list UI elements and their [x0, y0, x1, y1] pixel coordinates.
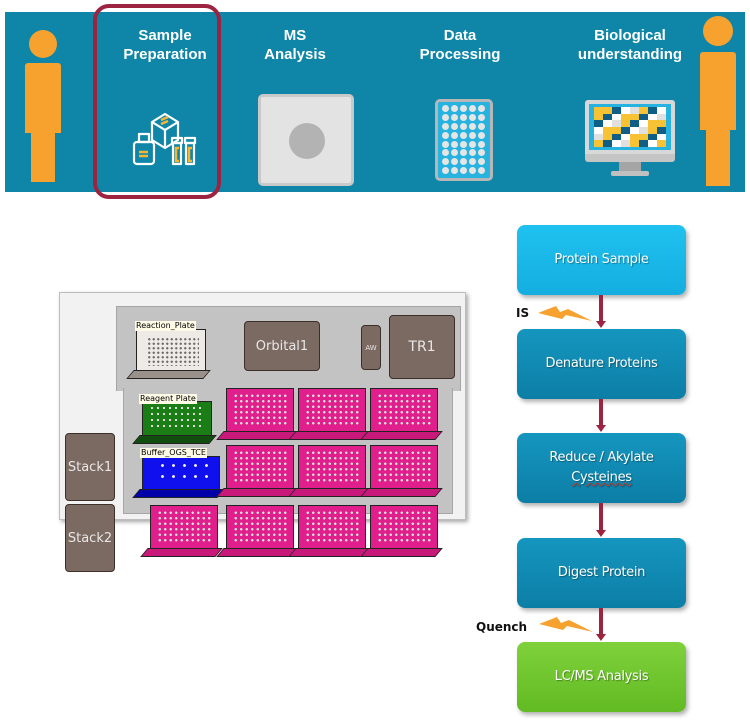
step-label: Digest Protein: [557, 565, 646, 580]
step-lcms-analysis: LC/MS Analysis: [517, 642, 686, 712]
reagent-plate[interactable]: [132, 401, 217, 444]
flow-arrow: [596, 503, 606, 538]
person-icon-right: [700, 16, 736, 186]
reagent-plate-label: Reagent Plate: [139, 394, 197, 404]
step-digest-protein: Digest Protein: [517, 538, 686, 608]
stack1-module[interactable]: Stack1: [65, 433, 115, 501]
stage-sample-preparation[interactable]: Sample Preparation: [100, 12, 230, 192]
stage-label: Data Processing: [419, 27, 501, 63]
stage-label: Biological understanding: [577, 27, 683, 63]
step-protein-sample: Protein Sample: [517, 225, 686, 295]
sample-plate[interactable]: [360, 388, 443, 440]
sample-plate[interactable]: [360, 445, 443, 497]
monitor-heatmap-icon: [585, 100, 675, 182]
stage-data-processing[interactable]: Data Processing: [395, 12, 525, 192]
annotation-quench: Quench: [476, 620, 528, 634]
flow-arrow: [596, 295, 606, 329]
stack2-module[interactable]: Stack2: [65, 504, 115, 572]
robot-deck-layout: Orbital1 AW TR1 Stack1 Stack2 Reaction_P…: [59, 292, 466, 572]
person-icon-left: [25, 30, 61, 182]
flow-arrow: [596, 608, 606, 642]
sample-plate[interactable]: [216, 505, 299, 557]
reaction-plate[interactable]: [126, 329, 211, 379]
step-label-line2: Cysteines: [571, 470, 632, 485]
step-denature-proteins: Denature Proteins: [517, 329, 686, 399]
aw-module[interactable]: AW: [361, 325, 381, 370]
sample-plate[interactable]: [288, 388, 371, 440]
step-label: Protein Sample: [554, 252, 649, 267]
sample-plate[interactable]: [140, 505, 223, 557]
sample-prep-kit-icon: [132, 112, 197, 166]
sample-plate[interactable]: [216, 388, 299, 440]
workflow-banner: Sample Preparation: [5, 12, 745, 192]
buffer-plate-label: Buffer_OGS_TCE: [140, 448, 207, 458]
sample-plate[interactable]: [216, 445, 299, 497]
annotation-is: IS: [516, 306, 530, 320]
sample-plate[interactable]: [288, 505, 371, 557]
stage-label: Sample Preparation: [123, 27, 207, 63]
flow-arrow: [596, 399, 606, 433]
step-label-line1: Reduce / Akylate: [549, 448, 654, 468]
step-label: LC/MS Analysis: [554, 669, 649, 684]
ms-instrument-icon: [258, 94, 354, 186]
step-label: Reduce / Akylate: [549, 450, 654, 465]
stage-biological-understanding[interactable]: Biological understanding: [560, 12, 700, 192]
buffer-plate[interactable]: [132, 456, 225, 498]
orbital-shaker-module[interactable]: Orbital1: [244, 321, 320, 371]
tr1-module[interactable]: TR1: [389, 315, 455, 379]
step-reduce-alkylate: Reduce / Akylate Cysteines: [517, 433, 686, 503]
stage-label: MS Analysis: [264, 27, 326, 63]
reaction-plate-label: Reaction_Plate: [135, 321, 196, 331]
stage-ms-analysis[interactable]: MS Analysis: [230, 12, 360, 192]
step-label: Denature Proteins: [545, 356, 658, 371]
selected-stage-highlight: [93, 4, 221, 199]
sample-plate[interactable]: [288, 445, 371, 497]
lightning-bolt-icon: [539, 617, 593, 632]
sample-plate[interactable]: [360, 505, 443, 557]
well-plate-icon: [435, 99, 493, 181]
lightning-bolt-icon: [538, 306, 592, 321]
